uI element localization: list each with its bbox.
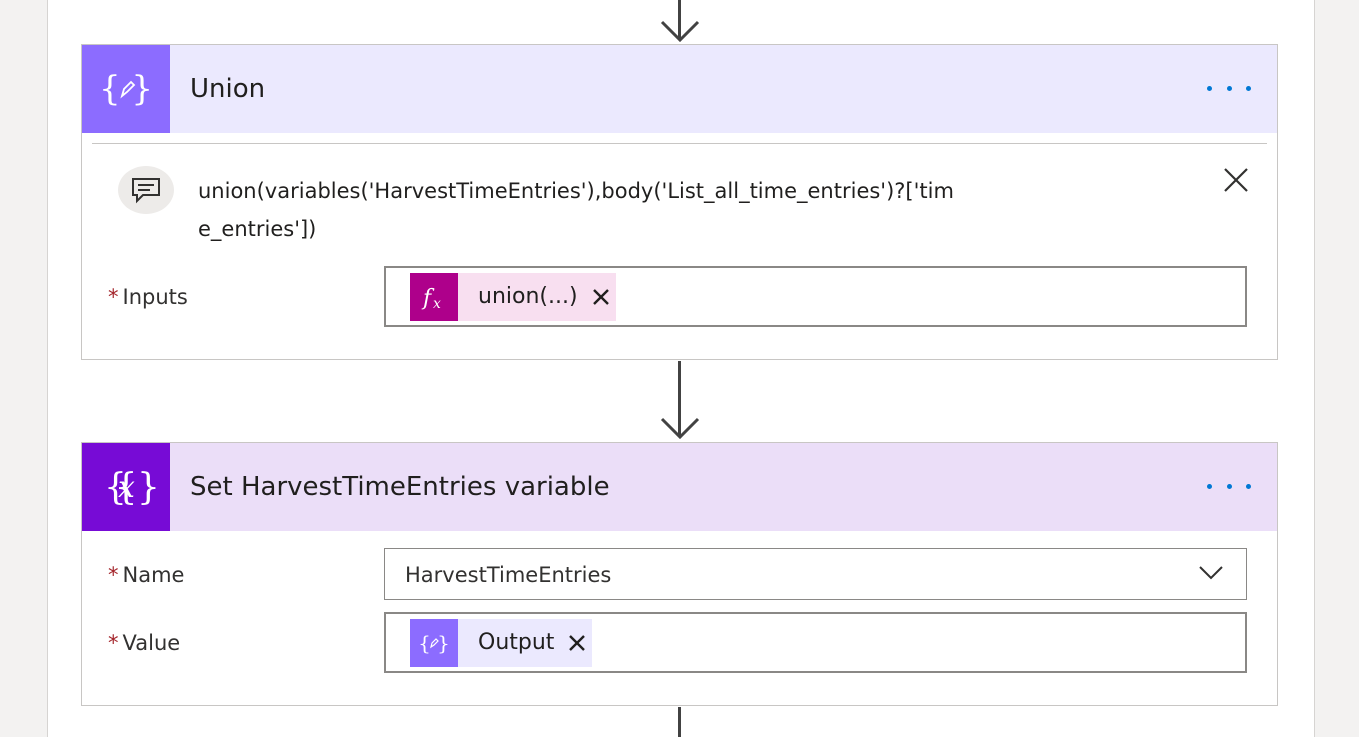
svg-text:{: { [115,467,138,508]
svg-text:}: } [137,467,158,508]
required-mark: * [108,563,119,587]
dot-icon [1226,85,1232,91]
value-field[interactable]: { } Output [384,612,1247,673]
name-dropdown-value: HarvestTimeEntries [405,563,612,587]
union-expression-token[interactable]: f x union(...) [410,273,616,321]
dot-icon [1207,483,1212,489]
svg-text:x: x [118,470,135,505]
connector-arrow-top [660,20,700,42]
connector-line-bottom [678,707,681,737]
name-label-text: Name [122,563,185,587]
union-card-title: Union [190,74,266,104]
svg-text:{ }: { } [419,631,449,655]
union-comment-row: union(variables('HarvestTimeEntries'),bo… [92,143,1267,259]
chevron-down-icon[interactable] [1198,565,1224,581]
value-field-label: *Value [108,629,180,657]
remove-token-icon[interactable] [562,619,592,667]
name-dropdown[interactable]: HarvestTimeEntries [384,548,1247,600]
function-fx-icon: f x [410,273,458,321]
comment-icon [118,166,174,214]
svg-text:x: x [433,296,441,312]
set-variable-card-title: Set HarvestTimeEntries variable [190,472,610,502]
svg-text:{ }: { } [101,69,151,109]
union-more-options-button[interactable] [1207,81,1251,95]
dot-icon [1226,483,1232,489]
inputs-field-label: *Inputs [108,283,188,311]
inputs-label-text: Inputs [122,285,188,309]
remove-token-icon[interactable] [586,273,616,321]
dot-icon [1207,85,1212,91]
set-variable-card-header[interactable]: { { x } Set HarvestTimeEntries variable [82,443,1277,531]
output-token[interactable]: { } Output [410,619,593,667]
output-token-label: Output [478,630,555,655]
variable-x-icon: { { x } [82,443,170,531]
union-token-label: union(...) [478,284,578,309]
union-card-header[interactable]: { } Union [82,45,1277,133]
inputs-field[interactable]: f x union(...) [384,266,1247,327]
svg-text:{: { [104,467,127,508]
dot-icon [1246,85,1251,91]
compose-braces-icon: { } [410,619,458,667]
dot-icon [1246,483,1251,489]
value-label-text: Value [122,631,181,655]
close-comment-icon[interactable] [1222,166,1250,194]
union-action-card[interactable]: { } Union union(variables('HarvestTimeEn… [81,44,1278,360]
required-mark: * [108,285,119,309]
connector-arrow-middle [660,417,700,439]
union-comment-text[interactable]: union(variables('HarvestTimeEntries'),bo… [198,179,954,241]
compose-braces-icon: { } [82,45,170,133]
name-field-label: *Name [108,561,184,589]
set-variable-action-card[interactable]: { { x } Set HarvestTimeEntries variable … [81,442,1278,706]
required-mark: * [108,631,119,655]
set-variable-more-options-button[interactable] [1207,479,1251,493]
connector-line-middle [678,361,681,435]
connector-line-top [678,0,681,38]
